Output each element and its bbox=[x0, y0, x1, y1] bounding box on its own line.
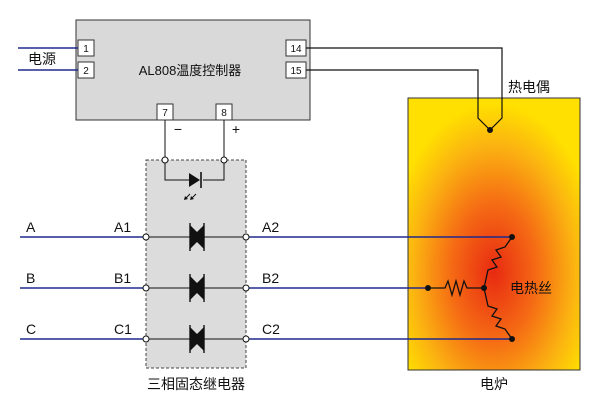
svg-text:15: 15 bbox=[290, 66, 302, 77]
phase-b-out-label: B2 bbox=[262, 270, 279, 286]
svg-text:8: 8 bbox=[221, 108, 227, 119]
temperature-controller-box bbox=[75, 19, 311, 121]
node-a bbox=[509, 234, 515, 240]
phase-b-in-label: B1 bbox=[114, 270, 131, 286]
thyristor-a-icon bbox=[189, 223, 205, 251]
thermocouple-label: 热电偶 bbox=[508, 79, 550, 95]
phase-c-in-label: C1 bbox=[114, 321, 132, 337]
thermocouple-wires bbox=[306, 47, 503, 131]
phase-c-out-label: C2 bbox=[262, 321, 280, 337]
phase-a-in-label: A1 bbox=[114, 219, 131, 235]
power-wires bbox=[18, 47, 78, 71]
thermocouple-junction bbox=[487, 127, 493, 133]
heating-element-icon bbox=[428, 236, 513, 340]
phase-a-line-label: A bbox=[26, 219, 36, 235]
svg-text:14: 14 bbox=[290, 44, 302, 55]
phase-a-out-label: A2 bbox=[262, 219, 279, 235]
phase-b: B B1 B2 bbox=[20, 270, 428, 302]
svg-text:7: 7 bbox=[162, 108, 168, 119]
furnace-label: 电炉 bbox=[480, 376, 508, 392]
heater-label: 电热丝 bbox=[510, 280, 552, 296]
terminal-15: 15 bbox=[285, 61, 307, 79]
power-label: 电源 bbox=[28, 51, 56, 67]
ssr-input-minus bbox=[161, 156, 169, 164]
svg-text:2: 2 bbox=[83, 66, 89, 77]
terminal-2: 2 bbox=[77, 61, 95, 79]
terminal-8: 8 bbox=[215, 103, 233, 121]
node-star bbox=[481, 285, 487, 291]
svg-text:1: 1 bbox=[83, 44, 89, 55]
furnace-body bbox=[407, 97, 581, 371]
ssr-label: 三相固态继电器 bbox=[147, 376, 245, 392]
thyristor-c-icon bbox=[189, 325, 205, 353]
ssr-input-plus bbox=[220, 156, 228, 164]
node-c bbox=[509, 336, 515, 342]
phase-c-line-label: C bbox=[26, 321, 36, 337]
thyristor-b-icon bbox=[189, 274, 205, 302]
terminal-7: 7 bbox=[156, 103, 174, 121]
control-wires bbox=[164, 120, 225, 181]
plus-sign: + bbox=[232, 121, 240, 137]
opto-led-icon bbox=[184, 172, 202, 200]
controller-label: AL808温度控制器 bbox=[139, 63, 242, 78]
node-b bbox=[425, 285, 431, 291]
terminal-14: 14 bbox=[285, 39, 307, 57]
terminal-1: 1 bbox=[77, 39, 95, 57]
phase-a: A A1 A2 bbox=[20, 219, 512, 251]
phase-b-line-label: B bbox=[26, 270, 35, 286]
minus-sign: − bbox=[174, 121, 182, 137]
phase-c: C C1 C2 bbox=[20, 321, 512, 353]
